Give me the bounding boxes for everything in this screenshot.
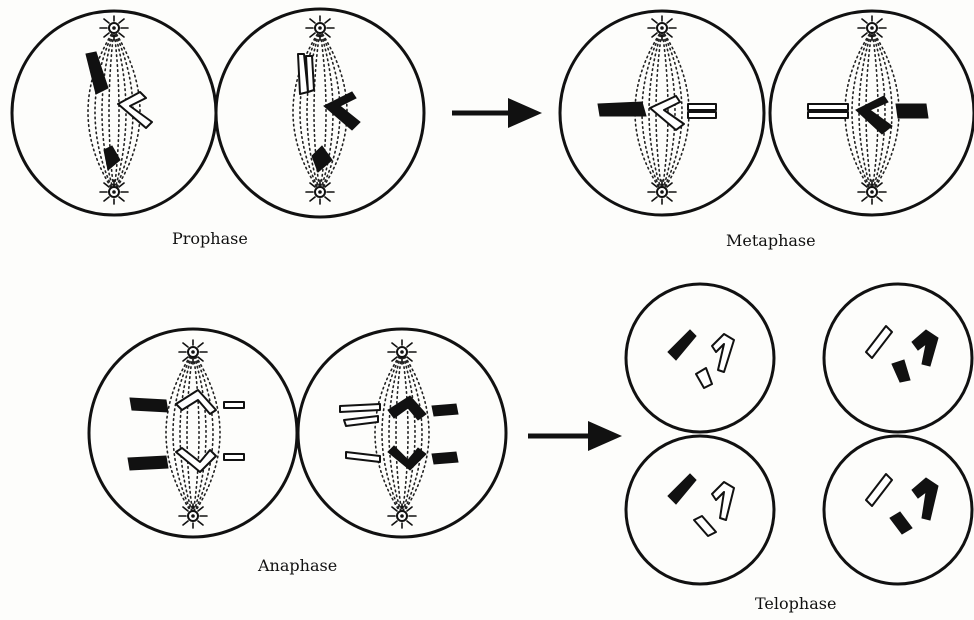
chromosome-light xyxy=(712,334,734,372)
chromosome-light xyxy=(650,96,684,130)
anaphase-cell-2 xyxy=(298,329,506,537)
cell-membrane xyxy=(824,284,972,432)
chromosome-light xyxy=(688,104,716,110)
prophase-label: Prophase xyxy=(172,229,248,248)
centrosome-top xyxy=(179,340,207,364)
spindle-fibers xyxy=(166,352,220,515)
chromosome-dark xyxy=(388,396,426,420)
prophase-cell-2 xyxy=(216,9,424,217)
anaphase-cell-1 xyxy=(89,329,297,537)
centrosome-bottom xyxy=(648,180,676,204)
chromosome-dark xyxy=(86,52,108,94)
arrow-right-icon xyxy=(452,98,542,128)
chromosome-dark xyxy=(324,92,360,130)
chromosome-light xyxy=(344,416,378,426)
spindle-fibers xyxy=(375,352,429,515)
anaphase-group xyxy=(89,329,506,537)
cell-membrane xyxy=(824,436,972,584)
telophase-group xyxy=(626,284,972,584)
centrosome-bottom xyxy=(179,504,207,528)
chromosome-light xyxy=(866,474,892,506)
prophase-group xyxy=(12,9,424,217)
cell-membrane xyxy=(626,284,774,432)
chromosome-light xyxy=(176,390,216,414)
chromosome-light xyxy=(712,482,734,520)
metaphase-cell-1 xyxy=(560,11,764,215)
chromosome-light xyxy=(224,402,244,408)
telophase-cell-2 xyxy=(824,284,972,432)
chromosome-dark-small xyxy=(892,360,910,382)
chromosome-dark xyxy=(130,398,168,412)
metaphase-cell-2 xyxy=(770,11,974,215)
centrosome-top xyxy=(100,16,128,40)
centrosome-top xyxy=(648,16,676,40)
telophase-label: Telophase xyxy=(755,594,836,613)
metaphase-group xyxy=(560,11,974,215)
chromosome-light xyxy=(340,404,380,412)
telophase-cell-3 xyxy=(626,436,774,584)
telophase-cell-4 xyxy=(824,436,972,584)
chromosome-light xyxy=(306,56,314,92)
centrosome-top xyxy=(858,16,886,40)
chromosome-dark xyxy=(598,102,646,116)
chromosome-dark xyxy=(856,96,892,134)
centrosome-bottom xyxy=(100,180,128,204)
chromosome-light xyxy=(688,112,716,118)
chromosome-light xyxy=(346,452,380,462)
centrosome-top xyxy=(388,340,416,364)
chromosome-dark-small xyxy=(890,512,912,534)
centrosome-bottom xyxy=(858,180,886,204)
chromosome-dark xyxy=(128,456,168,470)
chromosome-dark xyxy=(896,104,928,118)
metaphase-label: Metaphase xyxy=(726,231,816,250)
centrosome-bottom xyxy=(388,504,416,528)
anaphase-label: Anaphase xyxy=(258,556,337,575)
chromosome-light-small xyxy=(696,368,712,388)
centrosome-bottom xyxy=(306,180,334,204)
cell-membrane xyxy=(626,436,774,584)
centrosome-top xyxy=(306,16,334,40)
chromosome-dark xyxy=(432,404,458,416)
chromosome-dark xyxy=(912,330,938,366)
chromosome-light-small xyxy=(694,516,716,536)
chromosome-dark xyxy=(432,452,458,464)
chromosome-light xyxy=(808,104,848,110)
chromosome-dark xyxy=(912,478,938,520)
chromosome-dark xyxy=(668,474,696,504)
telophase-cell-1 xyxy=(626,284,774,432)
chromosome-dark xyxy=(668,330,696,360)
chromosome-light xyxy=(808,112,848,118)
arrow-right-icon xyxy=(528,421,622,451)
chromosome-light xyxy=(118,92,152,128)
chromosome-light xyxy=(224,454,244,460)
chromosome-light xyxy=(866,326,892,358)
prophase-cell-1 xyxy=(12,11,216,215)
